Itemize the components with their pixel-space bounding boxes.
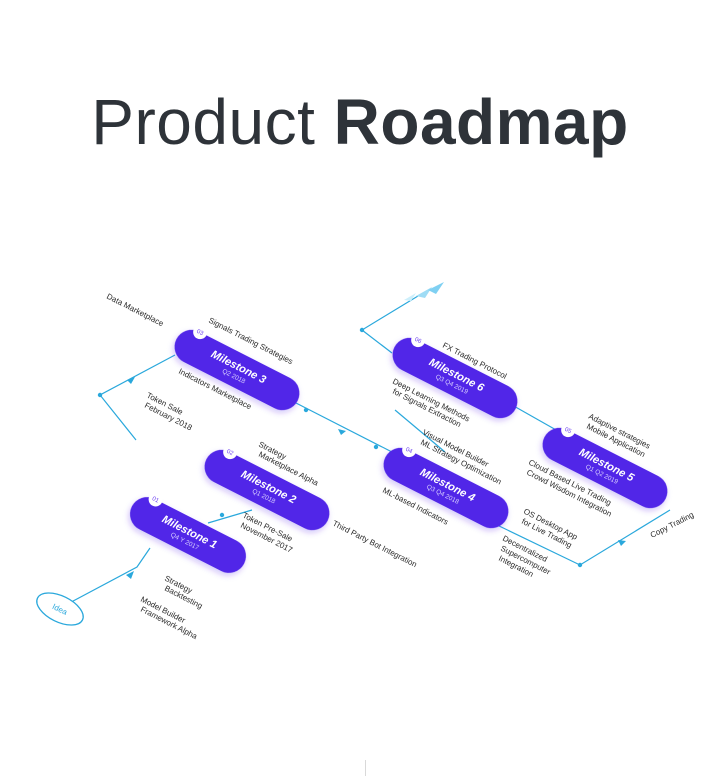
arrow-marker — [126, 571, 134, 579]
page-title: Product Roadmap — [0, 82, 720, 162]
arrow-icon — [416, 287, 432, 298]
milestone-number: 06 — [413, 337, 422, 346]
milestone-number: 04 — [404, 447, 413, 456]
arrow-icon — [404, 293, 416, 301]
arrow-icon — [428, 282, 444, 294]
arrow-marker — [618, 540, 626, 546]
label-data-marketplace: Data Marketplace — [105, 292, 165, 329]
label-copy-trading: Copy Trading — [649, 510, 695, 540]
path-m1-m2 — [207, 509, 253, 524]
path-idea-m1 — [59, 547, 151, 609]
start-node: Idea — [36, 592, 84, 626]
label-third-party-bot: Third Party Bot Integration — [331, 519, 418, 569]
arrow-marker — [127, 377, 135, 384]
end-arrows — [404, 282, 444, 301]
node-dot — [303, 407, 309, 413]
node-dot — [359, 327, 365, 333]
milestone-1[interactable]: 01 Milestone 1 Q4 Y 2017 — [124, 485, 255, 579]
milestone-number: 02 — [225, 449, 234, 458]
node-dot — [97, 392, 103, 398]
milestone-number: 05 — [563, 427, 572, 436]
path-m3-m4 — [295, 402, 393, 453]
node-dot — [577, 562, 583, 568]
line-markers — [97, 327, 626, 579]
milestone-number: 01 — [151, 496, 160, 505]
title-light: Product — [91, 86, 316, 158]
title-bold: Roadmap — [333, 86, 629, 158]
milestone-number: 03 — [195, 329, 204, 338]
milestone-6[interactable]: 06 Milestone 6 Q3 Q4 2019 — [387, 326, 527, 424]
arrow-marker — [338, 429, 346, 435]
node-dot — [219, 512, 225, 518]
scroll-indicator — [365, 760, 366, 776]
node-dot — [373, 444, 379, 450]
path-m4-m6 — [394, 409, 446, 453]
